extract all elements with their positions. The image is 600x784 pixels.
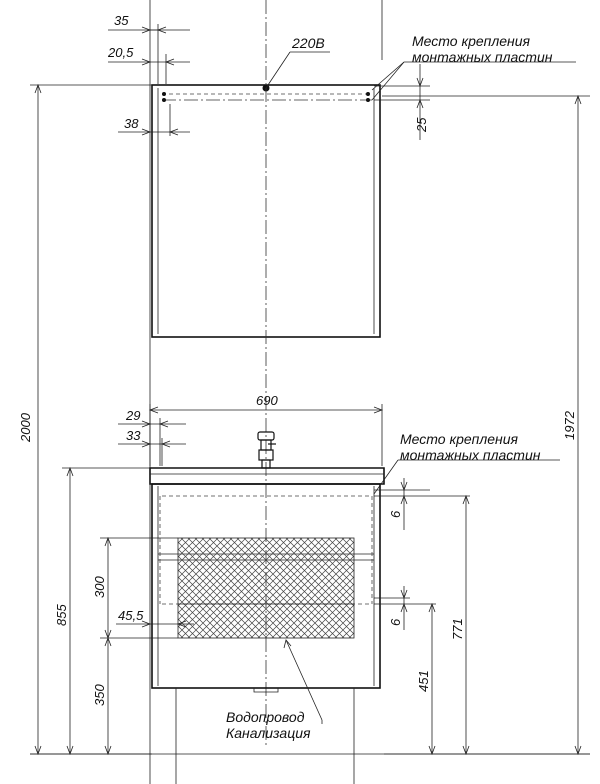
water-label-line2: Канализация bbox=[226, 725, 311, 741]
dim-451-label: 451 bbox=[416, 670, 431, 692]
mount-label-bottom-line2: монтажных пластин bbox=[400, 447, 541, 463]
dimension-45-5: 45,5 bbox=[116, 608, 194, 628]
dim-35-label: 35 bbox=[114, 13, 129, 28]
power-label-group: 220В bbox=[265, 35, 330, 89]
dimension-771: 771 bbox=[450, 494, 470, 756]
dimension-29: 29 bbox=[118, 408, 186, 466]
dimension-33: 33 bbox=[118, 428, 186, 466]
mount-label-top-group: Место крепления монтажных пластин bbox=[371, 33, 576, 101]
dimension-35: 35 bbox=[108, 13, 190, 34]
dimension-25: 25 bbox=[374, 64, 430, 140]
dimension-6-top: 6 bbox=[374, 478, 470, 530]
foot bbox=[253, 688, 279, 693]
mount-label-top-line2: монтажных пластин bbox=[412, 49, 553, 65]
dim-6-bottom-label: 6 bbox=[388, 618, 403, 626]
dim-6-top-label: 6 bbox=[388, 510, 403, 518]
dimension-690: 690 bbox=[148, 393, 384, 466]
dim-25-label: 25 bbox=[414, 117, 429, 133]
mount-label-bottom-group: Место крепления монтажных пластин bbox=[373, 431, 560, 495]
dimension-6-bottom: 6 bbox=[374, 586, 436, 630]
dimension-855: 855 bbox=[54, 466, 150, 756]
faucet bbox=[257, 431, 276, 469]
mount-hole bbox=[162, 98, 166, 102]
dimension-38: 38 bbox=[118, 116, 190, 136]
power-label: 220В bbox=[291, 35, 325, 51]
vanity-countertop bbox=[149, 467, 385, 485]
dim-300-label: 300 bbox=[92, 576, 107, 598]
dim-33-label: 33 bbox=[126, 428, 141, 443]
vanity-cabinet bbox=[149, 467, 385, 689]
dim-45-5-label: 45,5 bbox=[118, 608, 144, 623]
mount-hole bbox=[366, 92, 370, 96]
dimension-300: 300 bbox=[92, 536, 178, 640]
dim-855-label: 855 bbox=[54, 604, 69, 626]
water-label-group: Водопровод Канализация bbox=[226, 639, 323, 741]
dim-690-label: 690 bbox=[256, 393, 278, 408]
dim-38-label: 38 bbox=[124, 116, 139, 131]
dimension-451: 451 bbox=[416, 602, 436, 756]
mount-hole bbox=[162, 92, 166, 96]
dim-350-label: 350 bbox=[92, 684, 107, 706]
mount-label-bottom-line1: Место крепления bbox=[400, 431, 519, 447]
vanity-body bbox=[151, 483, 381, 689]
plumbing-zone bbox=[177, 537, 355, 639]
dim-29-label: 29 bbox=[125, 408, 140, 423]
dimension-350: 350 bbox=[92, 636, 112, 756]
mount-label-top-line1: Место крепления bbox=[412, 33, 531, 49]
dim-771-label: 771 bbox=[450, 618, 465, 640]
dimension-1972: 1972 bbox=[382, 94, 590, 756]
dim-2000-label: 2000 bbox=[18, 412, 33, 443]
dim-1972-label: 1972 bbox=[562, 410, 577, 440]
dim-20-5-label: 20,5 bbox=[107, 45, 134, 60]
water-label-line1: Водопровод bbox=[226, 709, 305, 725]
dimension-20-5: 20,5 bbox=[107, 45, 190, 66]
mount-hole bbox=[366, 98, 370, 102]
